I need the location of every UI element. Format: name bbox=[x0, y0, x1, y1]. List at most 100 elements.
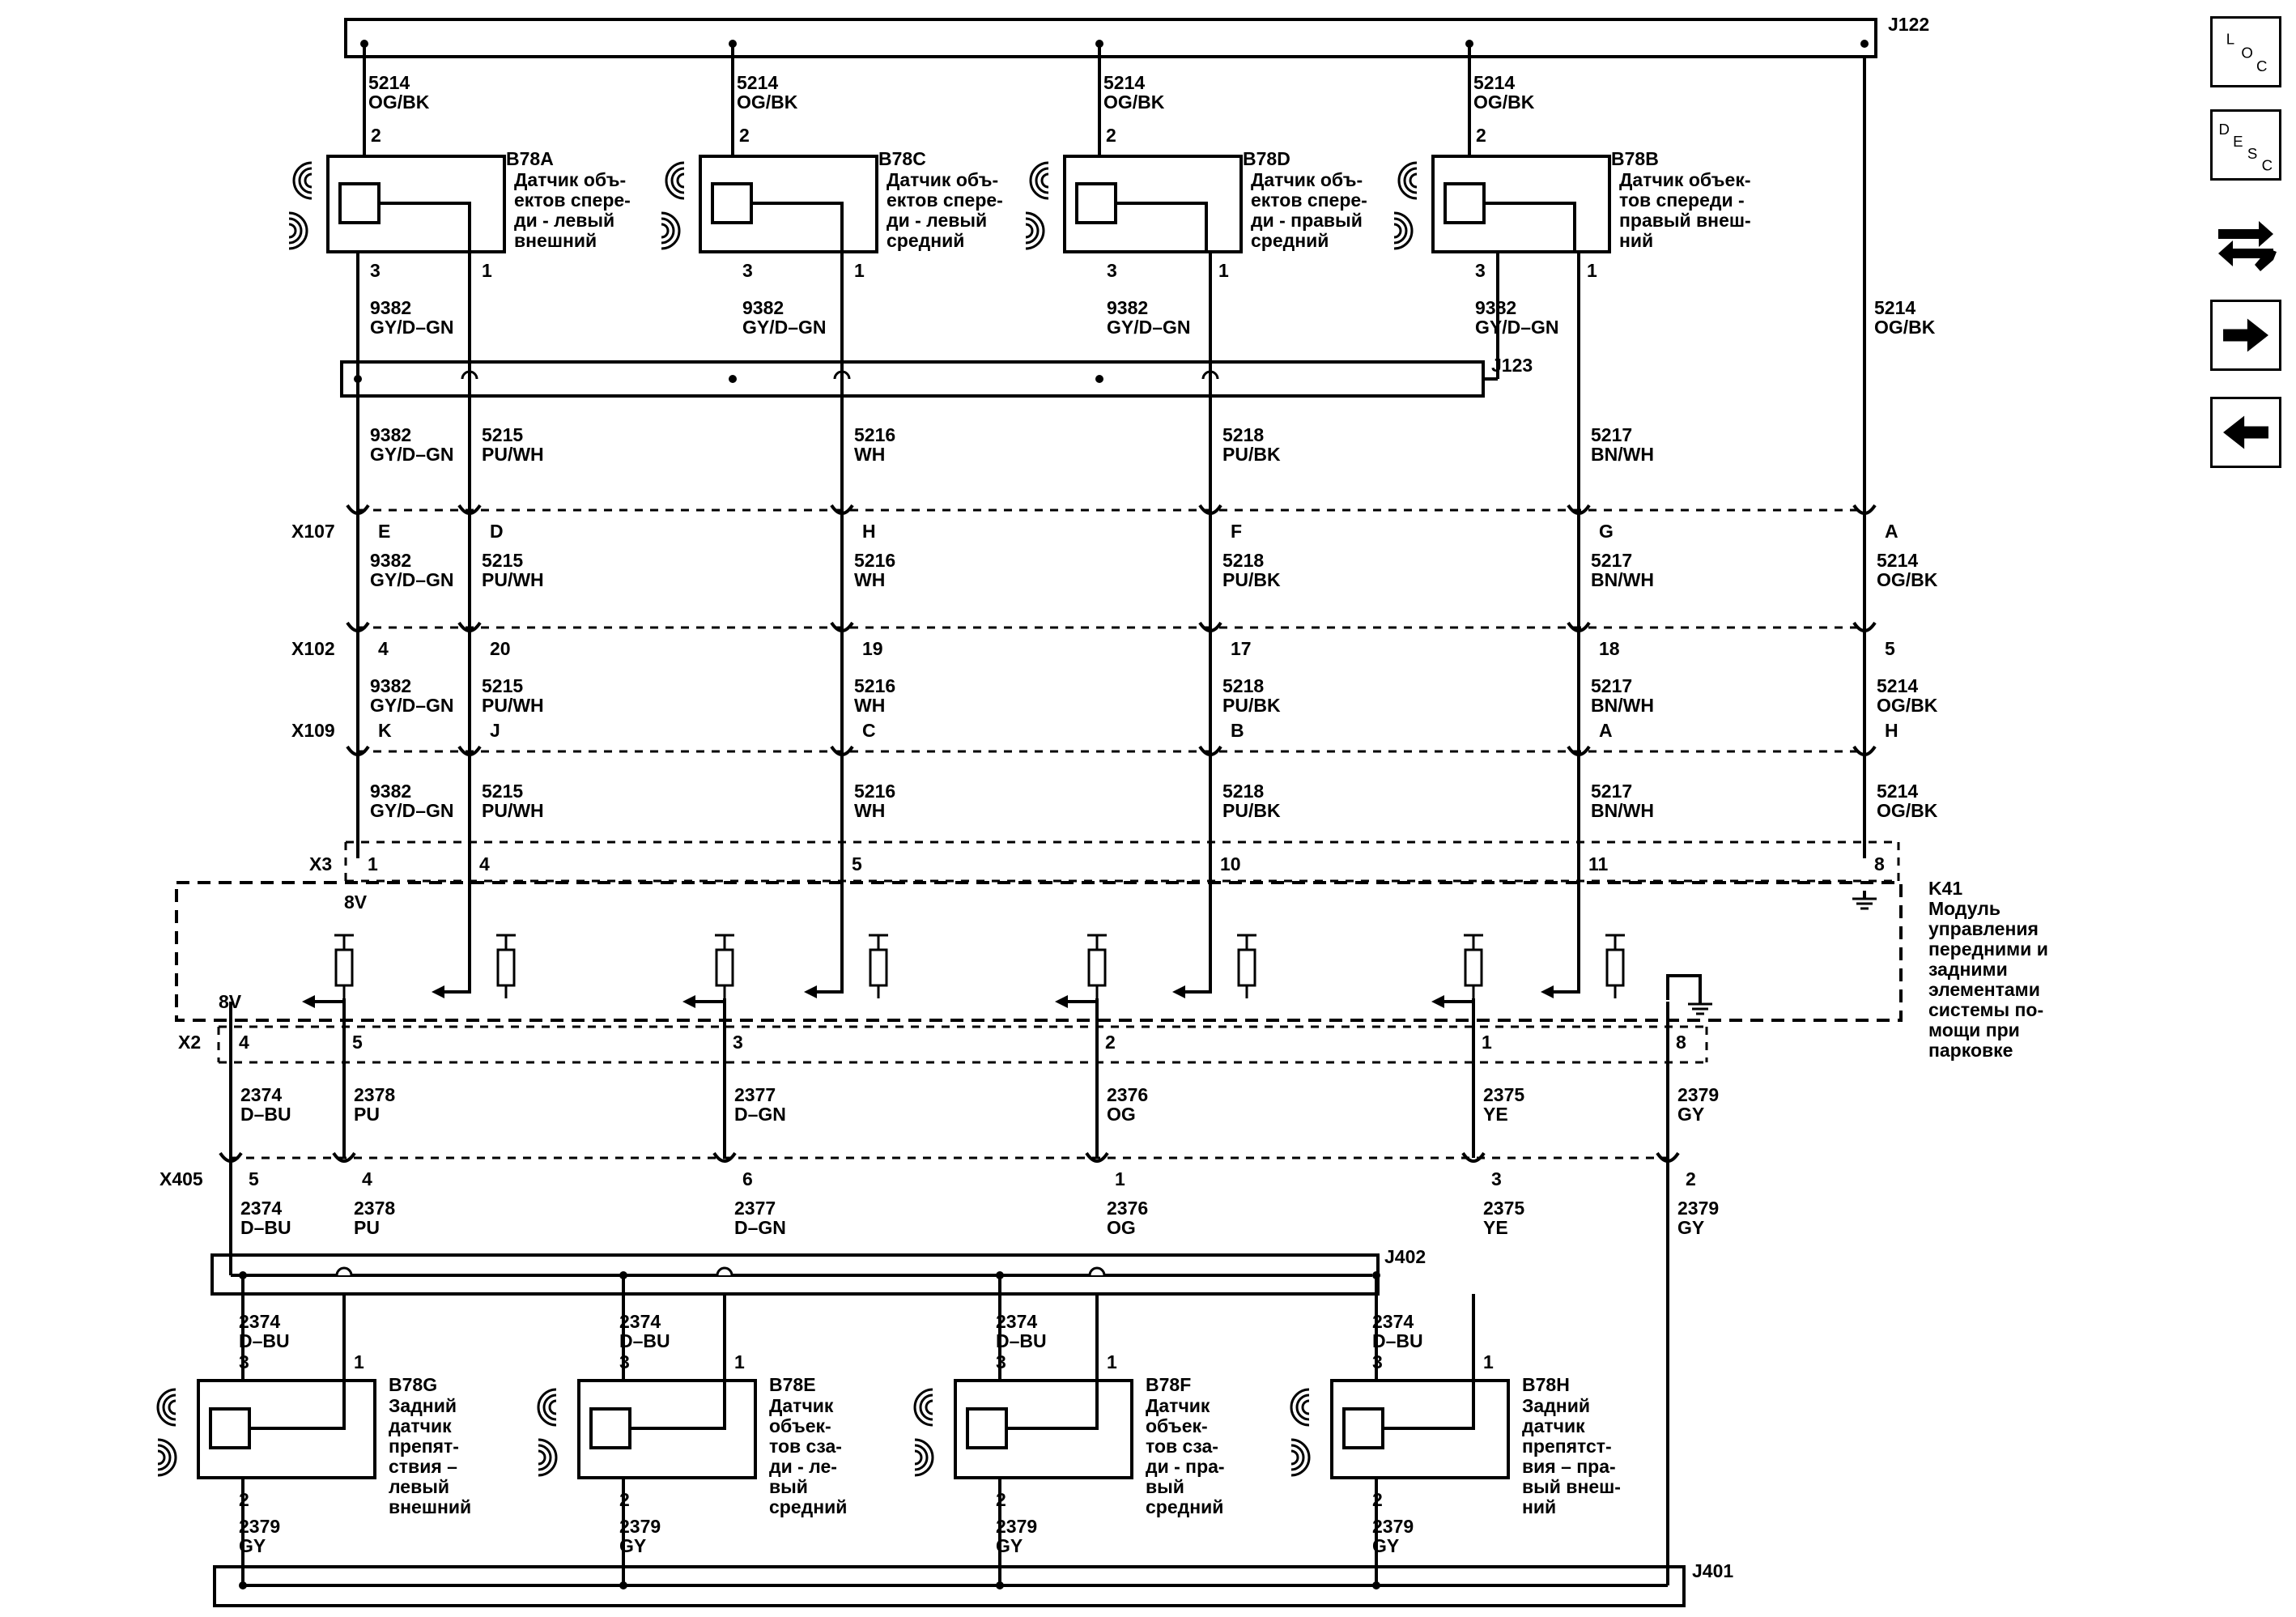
bus-j401 bbox=[213, 1565, 1686, 1607]
rear-wire-color: D–BU bbox=[240, 1217, 291, 1238]
rear-sensor-b78g-desc: Задний bbox=[389, 1395, 457, 1416]
rear-sensor-b78h-pin-bottom: 2 bbox=[1372, 1489, 1383, 1510]
connector-x2-pin-label: 4 bbox=[239, 1032, 249, 1053]
signal-input-path bbox=[1182, 858, 1212, 994]
connector-x109-pin-label: C bbox=[862, 720, 876, 741]
rear-wire-color: GY bbox=[1677, 1217, 1704, 1238]
module-voltage-x3: 8V bbox=[344, 891, 368, 913]
connector-x109-pin bbox=[1198, 745, 1222, 756]
connector-x109-pin bbox=[1852, 745, 1877, 756]
rear-sensor-b78e-desc: ди - ле- bbox=[769, 1456, 837, 1477]
connector-x405-pin bbox=[1085, 1151, 1109, 1163]
rear-wire-color: D–GN bbox=[734, 1217, 786, 1238]
connector-x102-pin bbox=[1852, 621, 1877, 632]
front-sensor-b78c-recv-icon bbox=[661, 223, 670, 239]
prev-button[interactable] bbox=[2210, 397, 2281, 468]
rear-sensor-b78f-link bbox=[1006, 1294, 1099, 1430]
front-sensor-b78a-emit-icon bbox=[292, 161, 313, 200]
rear-sensor-b78f bbox=[954, 1379, 1133, 1479]
front-sensor-b78c-desc: средний bbox=[887, 230, 964, 251]
rear-sensor-b78e-emit-icon bbox=[548, 1399, 557, 1415]
front-sensor-b78b-desc: тов спереди - bbox=[1619, 189, 1745, 211]
output-arrow-marker bbox=[1431, 995, 1444, 1008]
connector-x405-label: X405 bbox=[159, 1168, 203, 1189]
front-wire-num: 5216 bbox=[854, 675, 895, 696]
front-sensor-b78b-top-wire-color: OG/BK bbox=[1473, 91, 1535, 113]
module-desc: задними bbox=[1928, 959, 2008, 980]
rear-sensor-b78g-pin-top-right: 1 bbox=[354, 1351, 364, 1372]
rear-sensor-b78g-bottom-wire-num: 2379 bbox=[239, 1516, 280, 1537]
rear-sensor-b78g-top-wire-num: 2374 bbox=[239, 1311, 280, 1332]
wrench-arrows-button[interactable] bbox=[2210, 206, 2281, 278]
front-sensor-b78a-link bbox=[379, 202, 471, 252]
connector-x102-pin-label: 19 bbox=[862, 638, 883, 659]
front-wire-num: 5217 bbox=[1591, 781, 1632, 802]
front-sensor-b78a-desc: ди - левый bbox=[514, 210, 614, 231]
front-wire-color: PU/BK bbox=[1222, 800, 1281, 821]
front-sensor-b78c-top-wire-color: OG/BK bbox=[737, 91, 798, 113]
loc-button[interactable]: L O C bbox=[2210, 16, 2281, 87]
rear-wire-color: PU bbox=[354, 1217, 380, 1238]
connector-x405-pin-label: 4 bbox=[362, 1168, 372, 1189]
front-sensor-b78d-emit-icon bbox=[1029, 161, 1049, 200]
front-sensor-b78d-desc: ектов спере- bbox=[1251, 189, 1367, 211]
front-wire-num: 5214 bbox=[1877, 781, 1918, 802]
rear-sensor-b78h-desc: вый внеш- bbox=[1522, 1476, 1621, 1497]
front-sensor-b78b-desc: Датчик объек- bbox=[1619, 169, 1751, 190]
rear-wire-num: 2377 bbox=[734, 1198, 776, 1219]
rear-sensor-b78g-pin-bottom: 2 bbox=[239, 1489, 249, 1510]
front-sensor-b78c-desc: Датчик объ- bbox=[887, 169, 998, 190]
rear-wire-num: 2375 bbox=[1483, 1198, 1524, 1219]
rear-sensor-b78h-pin-top-left: 3 bbox=[1372, 1351, 1383, 1372]
connector-x2-pin-label: 3 bbox=[733, 1032, 743, 1053]
connector-x405-pin bbox=[332, 1151, 356, 1163]
connector-x109-pin-label: H bbox=[1885, 720, 1898, 741]
front-wire-color: OG/BK bbox=[1877, 569, 1938, 590]
rear-wire-num: 2374 bbox=[240, 1084, 282, 1105]
rear-sensor-b78h-top-wire-color: D–BU bbox=[1372, 1330, 1423, 1351]
loc-icon: L O C bbox=[2226, 31, 2268, 75]
rear-sensor-b78e-emit-icon bbox=[542, 1394, 557, 1421]
front-sensor-b78d-ret-wire-color: GY/D–GN bbox=[1107, 317, 1191, 338]
connector-x102-pin bbox=[1198, 621, 1222, 632]
front-wire-num: 9382 bbox=[370, 550, 411, 571]
front-sensor-b78b-id: B78B bbox=[1611, 148, 1659, 169]
next-button[interactable] bbox=[2210, 300, 2281, 371]
front-sensor-b78d-top-wire-num: 5214 bbox=[1103, 72, 1145, 93]
front-wire-color: WH bbox=[854, 800, 885, 821]
rear-sensor-b78g-link bbox=[249, 1294, 346, 1430]
front-sensor-b78d-desc: средний bbox=[1251, 230, 1329, 251]
rear-sensor-b78e bbox=[577, 1379, 757, 1479]
rear-sensor-b78f-desc: средний bbox=[1146, 1496, 1223, 1517]
front-wire-color: PU/BK bbox=[1222, 695, 1281, 716]
front-sensor-b78c-recv-icon bbox=[661, 217, 675, 245]
rear-sensor-b78e-desc: тов сза- bbox=[769, 1436, 842, 1457]
rear-sensor-b78e-desc: вый bbox=[769, 1476, 808, 1497]
front-wire-color: PU/WH bbox=[482, 695, 544, 716]
input-arrow-marker bbox=[1172, 985, 1185, 998]
connector-x102-pin-label: 17 bbox=[1231, 638, 1252, 659]
rear-sensor-b78f-bottom-wire-num: 2379 bbox=[996, 1516, 1037, 1537]
pullup-resistor bbox=[715, 948, 734, 987]
rear-sensor-b78h-desc: Задний bbox=[1522, 1395, 1590, 1416]
front-wire-color: BN/WH bbox=[1591, 695, 1654, 716]
connector-x107-pin-label: F bbox=[1231, 521, 1242, 542]
connector-x109-pin-label: K bbox=[378, 720, 392, 741]
rear-sensor-b78e-desc: объек- bbox=[769, 1415, 831, 1436]
rear-sensor-b78f-emit-icon bbox=[925, 1399, 933, 1415]
pullup-resistor bbox=[496, 948, 516, 987]
desc-button[interactable]: D E S C bbox=[2210, 109, 2281, 181]
connector-x107-pin bbox=[1852, 504, 1877, 515]
rear-sensor-b78h-id: B78H bbox=[1522, 1374, 1570, 1395]
connector-x2-label: X2 bbox=[178, 1032, 201, 1053]
rear-sensor-b78e-bottom-wire-color: GY bbox=[619, 1535, 646, 1556]
rear-sensor-b78g-desc: левый bbox=[389, 1476, 449, 1497]
connector-x109-pin bbox=[1567, 745, 1591, 756]
front-sensor-b78b-emit-icon bbox=[1409, 172, 1418, 189]
rear-wire-color: GY bbox=[1677, 1104, 1704, 1125]
connector-x102-pin-label: 5 bbox=[1885, 638, 1895, 659]
desc-letter-d: D bbox=[2218, 121, 2229, 138]
front-sensor-b78b-recv-icon bbox=[1393, 223, 1402, 239]
front-wire-num: 5215 bbox=[482, 550, 523, 571]
connector-x107-pin-label: G bbox=[1599, 521, 1614, 542]
